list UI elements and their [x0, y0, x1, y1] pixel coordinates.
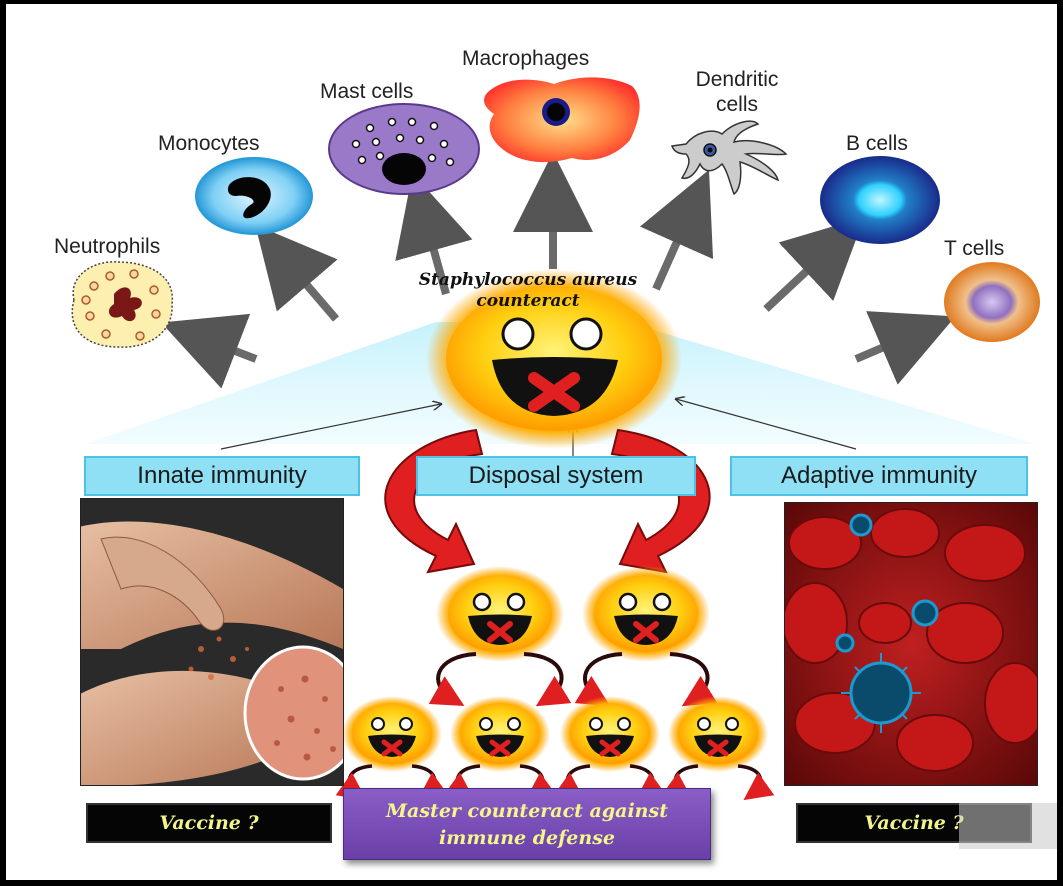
master-counteract-box: Master counteract against immune defense [343, 788, 711, 860]
bottom-smiley-1 [342, 696, 442, 772]
center-title-line1: Staphylococcus aureus [418, 270, 638, 290]
mid-split-arrows [428, 652, 718, 707]
diagram-canvas: Neutrophils Monocytes Mast cells Macroph… [6, 4, 1057, 880]
master-line2: immune defense [439, 827, 615, 849]
monocyte-cell [195, 157, 313, 235]
label-dendritic-line1: Dendritic [695, 68, 779, 91]
b-cell [820, 156, 940, 244]
gray-arrows [161, 152, 956, 389]
label-neutrophils: Neutrophils [54, 235, 161, 258]
diagram-graphics [71, 77, 1040, 801]
center-title-line2: counteract [476, 291, 580, 311]
dendritic-cell [671, 120, 788, 196]
vaccine-left-box: Vaccine ? [86, 803, 332, 843]
mid-smiley-left [436, 566, 564, 662]
bottom-smiley-3 [560, 696, 660, 772]
watermark-overlay [959, 803, 1057, 849]
center-title: Staphylococcus aureus counteract [358, 270, 698, 312]
label-dendritic-line2: cells [715, 93, 758, 116]
neutrophil-cell [71, 261, 173, 348]
macrophage-cell [484, 77, 640, 163]
adaptive-blood-photo [784, 502, 1038, 786]
innate-immunity-box: Innate immunity [84, 456, 360, 496]
bottom-smiley-2 [450, 696, 550, 772]
skin-photo-graphic [81, 499, 343, 785]
red-curved-arrows [384, 428, 711, 574]
blood-photo-graphic [785, 503, 1037, 785]
innate-skin-photo [80, 498, 344, 786]
t-cell [944, 262, 1040, 342]
label-b-cells: B cells [846, 132, 908, 155]
label-monocytes: Monocytes [158, 132, 260, 155]
disposal-system-box: Disposal system [416, 456, 696, 496]
adaptive-immunity-box: Adaptive immunity [730, 456, 1028, 496]
mid-smiley-right [582, 566, 710, 662]
central-smiley [426, 269, 682, 449]
label-macrophages: Macrophages [462, 47, 590, 70]
label-mast-cells: Mast cells [320, 80, 414, 103]
master-line1: Master counteract against [386, 800, 668, 822]
mast-cell [328, 103, 480, 195]
label-t-cells: T cells [944, 237, 1005, 260]
bottom-smiley-4 [668, 696, 768, 772]
